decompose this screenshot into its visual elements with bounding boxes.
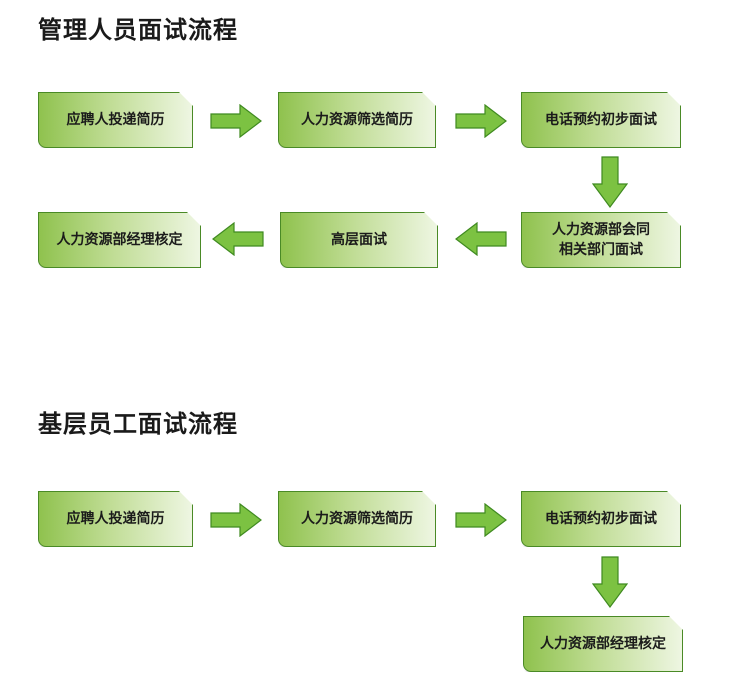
mgmt-step-submit-resume: 应聘人投递简历 [38,92,193,148]
arrow-right-icon [210,104,262,138]
mgmt-step-hr-manager-approval: 人力资源部经理核定 [38,212,201,268]
arrow-left-icon [455,222,507,256]
mgmt-step-hr-screen-resume: 人力资源筛选简历 [278,92,436,148]
arrow-right-icon [210,503,262,537]
arrow-down-icon [592,156,628,208]
staff-step-hr-manager-approval: 人力资源部经理核定 [523,616,683,672]
staff-flow-title: 基层员工面试流程 [38,409,238,438]
mgmt-step-executive-interview: 高层面试 [280,212,438,268]
arrow-down-icon [592,556,628,608]
staff-step-hr-screen-resume: 人力资源筛选简历 [278,491,436,547]
staff-step-submit-resume: 应聘人投递简历 [38,491,193,547]
mgmt-step-phone-interview: 电话预约初步面试 [521,92,681,148]
management-flow-title: 管理人员面试流程 [38,15,238,44]
arrow-right-icon [455,104,507,138]
arrow-left-icon [212,222,264,256]
staff-step-phone-interview: 电话预约初步面试 [521,491,681,547]
mgmt-step-joint-dept-interview: 人力资源部会同 相关部门面试 [521,212,681,268]
arrow-right-icon [455,503,507,537]
